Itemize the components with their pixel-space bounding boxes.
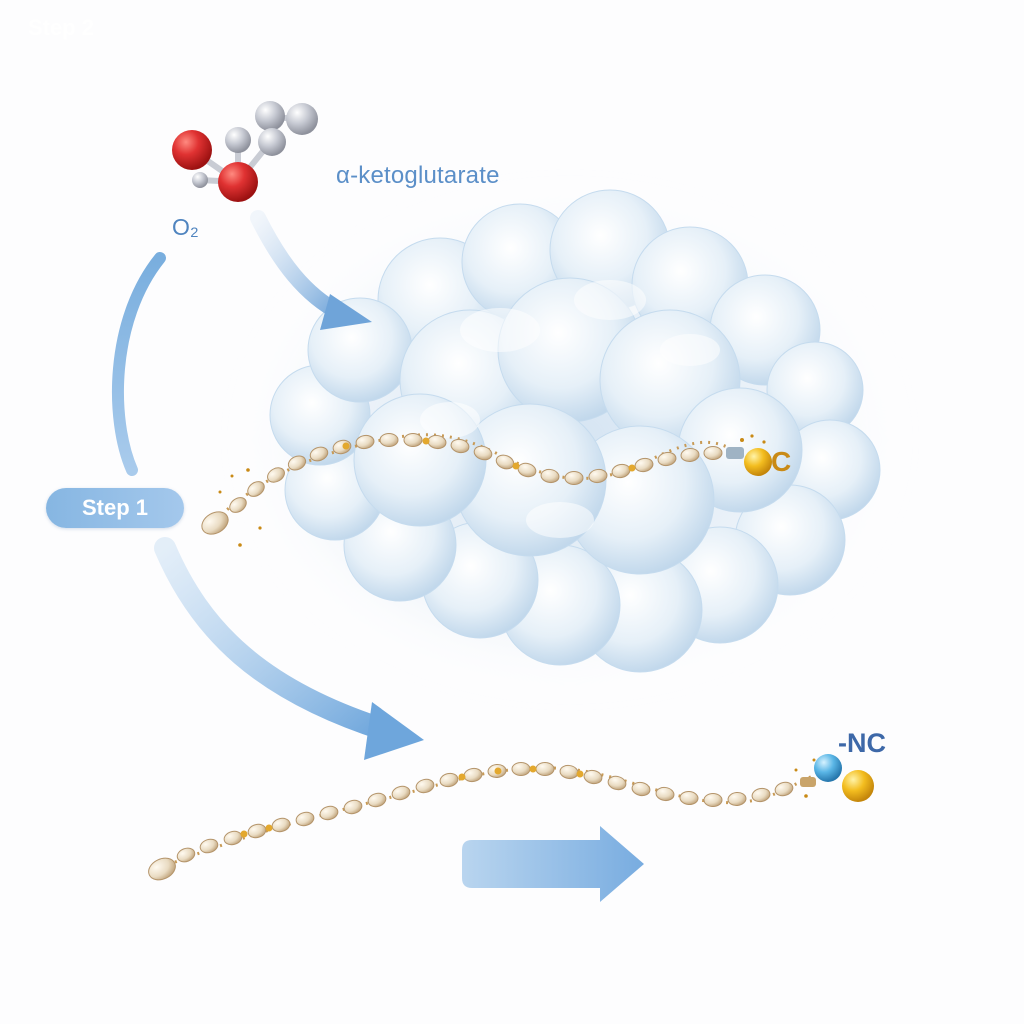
step1-badge: Step 1 [46, 488, 184, 528]
step2-arrow-shape [462, 826, 644, 902]
protein-blob [240, 189, 900, 690]
alpha-ketoglutarate-label: α-ketoglutarate [336, 162, 500, 189]
step1-label: Step 1 [81, 495, 149, 520]
cycle-arc-top [112, 252, 166, 476]
lipid-chain-2 [148, 754, 874, 881]
step2-badge: Step 2 [0, 0, 184, 56]
lipid-chain-1 [201, 433, 772, 547]
substrate-arrow [250, 210, 372, 330]
oxygen-label: O₂ [172, 214, 199, 240]
step1-arrow [154, 537, 424, 760]
step2-label: Step 2 [28, 15, 95, 40]
carbon-end-label: C [771, 446, 792, 477]
ball-and-stick-molecule-icon [172, 101, 318, 202]
isonitrile-end-label: -NC [838, 728, 886, 758]
